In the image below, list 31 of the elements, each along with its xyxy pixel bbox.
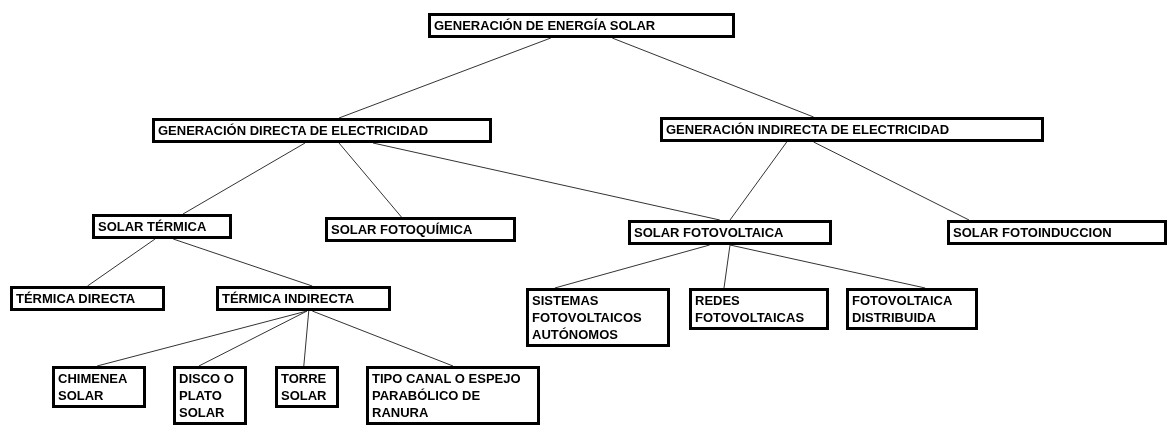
category-box: SOLAR TÉRMICA xyxy=(92,214,232,239)
category-box: GENERACIÓN DE ENERGÍA SOLAR xyxy=(428,13,735,38)
connector-line xyxy=(182,142,306,215)
connector-line xyxy=(611,37,815,118)
category-box: SOLAR FOTOVOLTAICA xyxy=(628,220,832,245)
category-box: TÉRMICA DIRECTA xyxy=(10,286,165,311)
connector-line xyxy=(172,238,313,287)
category-box: DISCO O PLATO SOLAR xyxy=(173,366,247,425)
connector-line xyxy=(198,310,308,367)
connector-line xyxy=(729,141,788,221)
connector-line xyxy=(303,310,310,367)
category-box: GENERACIÓN DIRECTA DE ELECTRICIDAD xyxy=(152,118,492,143)
connector-line xyxy=(554,244,711,289)
category-box: FOTOVOLTAICA DISTRIBUIDA xyxy=(846,288,978,330)
category-box: SOLAR FOTOINDUCCION xyxy=(947,220,1167,245)
category-box: CHIMENEA SOLAR xyxy=(52,366,146,408)
category-box: SISTEMAS FOTOVOLTAICOS AUTÓNOMOS xyxy=(526,288,670,347)
connector-line xyxy=(311,310,454,367)
connector-line xyxy=(813,141,970,221)
category-box: TIPO CANAL O ESPEJO PARABÓLICO DE RANURA xyxy=(366,366,540,425)
connector-line xyxy=(723,244,731,289)
connector-line xyxy=(338,37,552,119)
category-box: REDES FOTOVOLTAICAS xyxy=(689,288,829,330)
category-box: SOLAR FOTOQUÍMICA xyxy=(325,217,516,242)
connector-line xyxy=(87,238,156,287)
connector-line xyxy=(729,244,926,289)
category-box: TORRE SOLAR xyxy=(275,366,339,408)
connector-line xyxy=(338,142,402,218)
category-box: TÉRMICA INDIRECTA xyxy=(216,286,391,311)
connector-line xyxy=(96,310,308,367)
category-box: GENERACIÓN INDIRECTA DE ELECTRICIDAD xyxy=(660,117,1044,142)
